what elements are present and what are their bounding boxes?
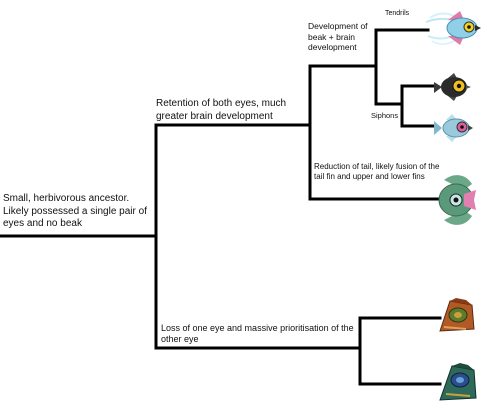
tail-node-label: Reduction of tail, likely fusion of the … <box>314 162 440 181</box>
ancestor-label: Small, herbivorous ancestor. Likely poss… <box>3 193 147 229</box>
beak-node-label: Development of beak + brain development <box>308 21 368 53</box>
green-flat-fish-creature-icon <box>438 175 476 225</box>
green-blue-one-eyed-creature-icon <box>439 363 477 401</box>
dark-round-fish-creature-icon <box>434 73 471 101</box>
orange-one-eyed-creature-icon <box>439 298 475 332</box>
siphon-fish-creature-icon <box>434 114 473 142</box>
tendrils-annotation: Tendrils <box>385 10 410 17</box>
siphons-annotation: Siphons <box>371 111 399 120</box>
two-eyes-node-label: Retention of both eyes, much greater bra… <box>156 98 287 122</box>
one-eye-node-label: Loss of one eye and massive prioritisati… <box>161 323 354 345</box>
tendril-fish-creature-icon <box>425 11 481 45</box>
